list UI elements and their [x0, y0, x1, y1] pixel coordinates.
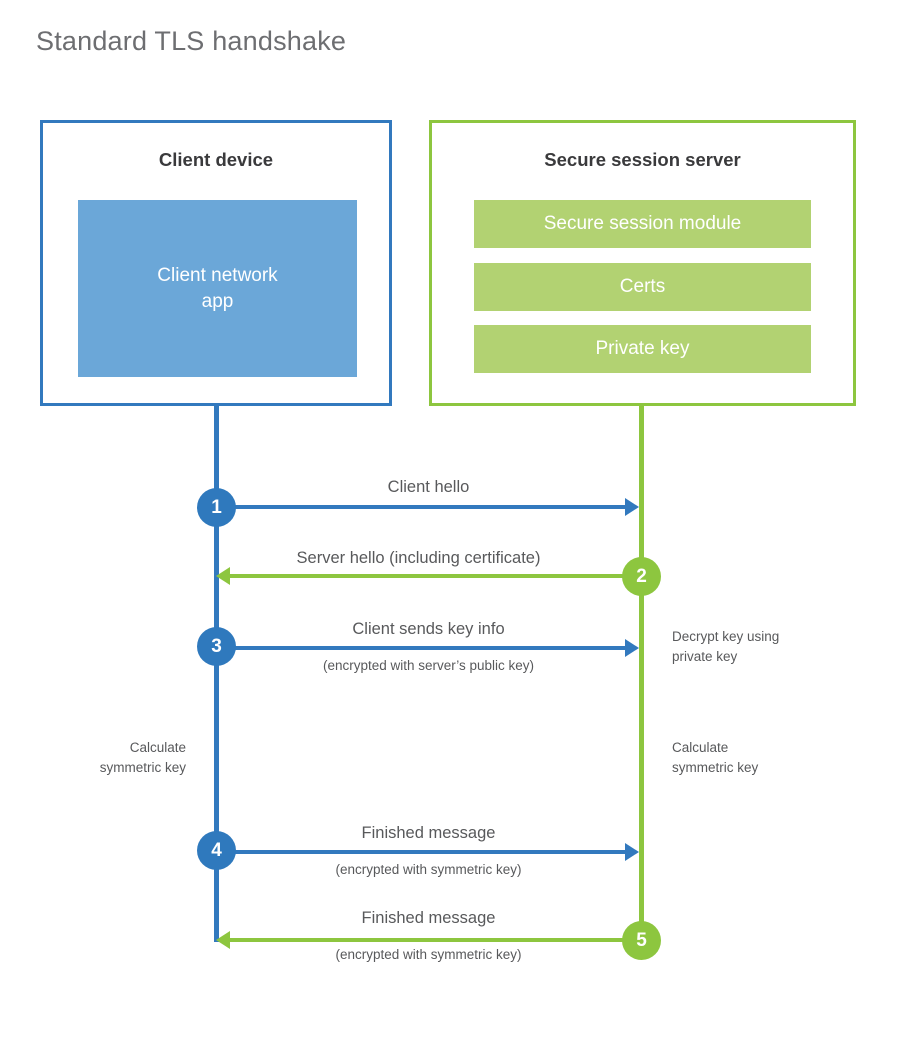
step-3-badge[interactable]: 3 — [197, 627, 236, 666]
step-1-arrow-head — [625, 498, 639, 516]
step-2-badge[interactable]: 2 — [622, 557, 661, 596]
step-4-sublabel: (encrypted with symmetric key) — [335, 862, 522, 877]
note-client-calculate-symmetric-key: Calculate symmetric key — [99, 740, 186, 775]
client-app-label-line1: Client network — [157, 264, 278, 286]
step-3-arrow-head — [625, 639, 639, 657]
step-4-arrow-line — [216, 850, 625, 854]
secure-session-server-box: Secure session server Secure session mod… — [429, 120, 856, 406]
step-4-label: Finished message — [361, 824, 496, 842]
server-lifeline — [639, 405, 644, 940]
step-3-label: Client sends key info — [352, 620, 505, 638]
step-1-arrow-line — [216, 505, 625, 509]
step-2-arrow-head — [216, 567, 230, 585]
step-4-badge[interactable]: 4 — [197, 831, 236, 870]
note-decrypt-key: Decrypt key using private key — [672, 629, 780, 664]
step-4-arrow-head — [625, 843, 639, 861]
secure-session-server-title: Secure session server — [544, 149, 741, 170]
server-component-certs: Certs — [474, 263, 811, 311]
step-1-label: Client hello — [387, 478, 470, 496]
step-3-sublabel: (encrypted with server’s public key) — [322, 658, 535, 673]
step-2-arrow-line — [230, 574, 641, 578]
step-5-label: Finished message — [361, 909, 496, 927]
step-2-label: Server hello (including certificate) — [296, 549, 541, 567]
step-5-badge[interactable]: 5 — [622, 921, 661, 960]
client-network-app-block: Client network app — [78, 200, 357, 377]
step-5-arrow-line — [230, 938, 641, 942]
client-app-label-line2: app — [201, 290, 234, 312]
note-server-calculate-symmetric-key: Calculate symmetric key — [672, 740, 759, 775]
client-device-box: Client device Client network app — [40, 120, 392, 406]
client-lifeline — [214, 405, 219, 942]
step-1-badge[interactable]: 1 — [197, 488, 236, 527]
step-5-sublabel: (encrypted with symmetric key) — [335, 947, 522, 962]
server-component-secure-session-module: Secure session module — [474, 200, 811, 248]
page-title: Standard TLS handshake — [36, 26, 347, 56]
step-5-arrow-head — [216, 931, 230, 949]
server-component-private-key: Private key — [474, 325, 811, 373]
client-device-title: Client device — [158, 149, 274, 170]
step-3-arrow-line — [216, 646, 625, 650]
